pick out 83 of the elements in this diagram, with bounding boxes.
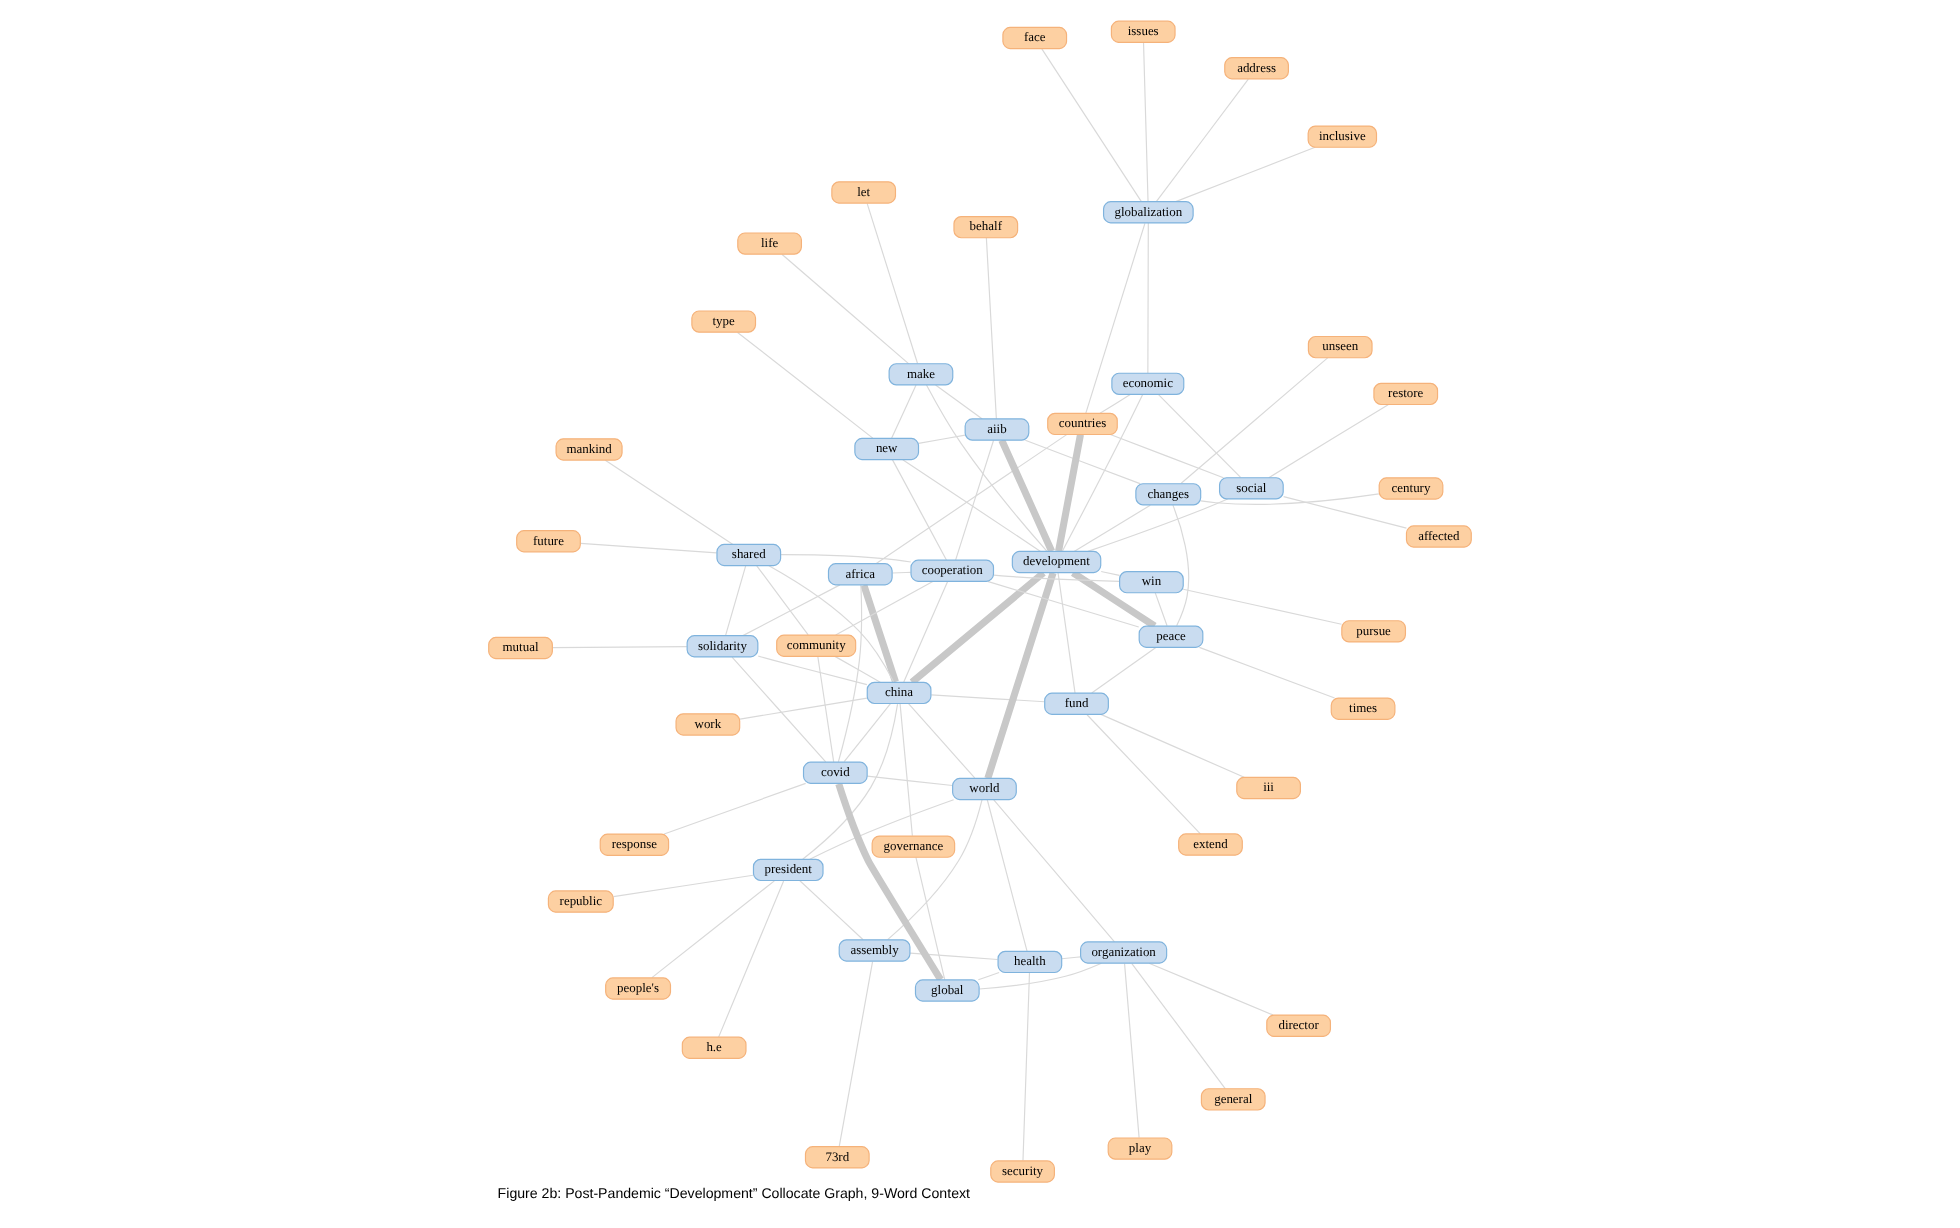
connector: [781, 253, 910, 365]
connector: [909, 570, 1046, 685]
connector: [907, 702, 976, 779]
connector: [1099, 394, 1131, 414]
connector: [663, 782, 807, 835]
connector: [757, 655, 868, 686]
connector: [993, 574, 1120, 582]
connector: [891, 459, 947, 561]
connector: [1175, 146, 1316, 203]
connector: [1157, 394, 1242, 479]
connector: [834, 655, 881, 683]
connector: [918, 434, 966, 444]
connector: [756, 565, 809, 636]
connector: [736, 331, 874, 439]
connector: [887, 799, 983, 941]
connector: [1268, 404, 1389, 479]
connector: [718, 880, 785, 1038]
connector: [891, 384, 917, 439]
connector: [1061, 394, 1144, 552]
connector: [986, 580, 1140, 628]
connector: [935, 384, 983, 420]
connector: [843, 703, 892, 763]
connector: [817, 655, 835, 763]
connector: [1109, 433, 1225, 479]
connector: [1085, 222, 1146, 414]
connector: [977, 971, 1000, 981]
connector: [985, 237, 997, 420]
connector: [1061, 956, 1082, 960]
connector: [1041, 48, 1142, 202]
connector: [875, 434, 1068, 565]
connector: [1024, 439, 1141, 485]
connector: [925, 384, 1048, 552]
connector: [1055, 434, 1084, 552]
connector: [1200, 493, 1380, 505]
connector: [998, 438, 1055, 553]
connector: [866, 202, 919, 365]
connector: [1154, 592, 1168, 627]
connector: [1131, 963, 1226, 1090]
connector: [984, 571, 1057, 780]
connector: [802, 703, 899, 860]
connector: [651, 880, 775, 979]
connector: [902, 459, 1042, 552]
connector: [725, 565, 747, 637]
connector: [739, 697, 868, 720]
connector: [612, 874, 754, 898]
connector: [1172, 504, 1190, 627]
connector: [1182, 588, 1343, 625]
connector: [1022, 972, 1031, 1162]
connector: [993, 799, 1116, 943]
connector: [731, 656, 827, 763]
connector: [899, 703, 913, 837]
connector: [1283, 496, 1408, 529]
connector: [891, 571, 912, 574]
connector: [986, 799, 1028, 952]
connector: [1091, 646, 1157, 694]
connector: [604, 459, 734, 545]
connector: [909, 952, 999, 961]
connector: [551, 646, 688, 649]
connector: [1087, 498, 1229, 552]
connector: [955, 439, 995, 561]
connector: [835, 580, 934, 636]
connector: [1086, 714, 1201, 835]
connector: [837, 584, 863, 763]
connector: [866, 775, 954, 787]
connector: [580, 542, 718, 554]
connector: [1100, 713, 1245, 778]
connector: [860, 584, 899, 684]
connector: [1123, 963, 1140, 1139]
connector: [1155, 78, 1249, 203]
connector: [903, 580, 949, 683]
connector: [1100, 570, 1120, 576]
connector: [1057, 572, 1076, 694]
connector: [780, 554, 912, 563]
connector: [838, 960, 874, 1148]
connector: [1198, 646, 1336, 699]
connector: [1071, 569, 1157, 630]
connector: [1142, 42, 1149, 203]
connector: [930, 694, 1046, 703]
connector: [1073, 504, 1151, 552]
connector: [742, 584, 841, 637]
connector: [1180, 357, 1329, 484]
connector: [915, 856, 946, 981]
connector: [799, 880, 864, 941]
